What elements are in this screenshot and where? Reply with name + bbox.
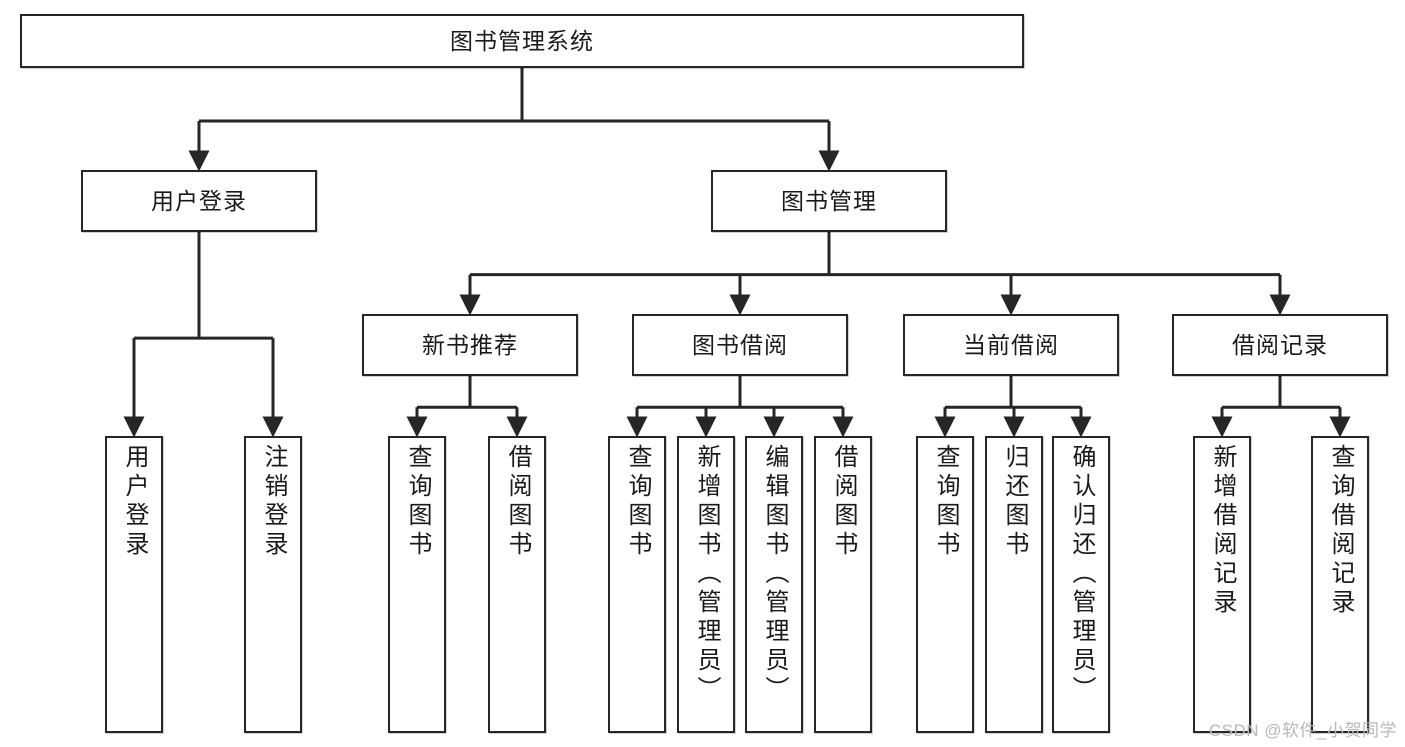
node-label: 编辑图书（管理员） <box>761 444 788 705</box>
node-label: 用户登录 <box>121 444 148 560</box>
node-leaf-9[interactable]: 查询图书 <box>916 436 974 733</box>
node-label: 归还图书 <box>1001 444 1028 560</box>
node-l3-newbook[interactable]: 新书推荐 <box>362 314 578 376</box>
node-label: 图书借阅 <box>692 331 788 358</box>
node-label: 新增图书（管理员） <box>693 444 720 705</box>
node-l3-records[interactable]: 借阅记录 <box>1172 314 1388 376</box>
node-leaf-4[interactable]: 借阅图书 <box>488 436 546 733</box>
node-leaf-6[interactable]: 新增图书（管理员） <box>677 436 735 733</box>
node-leaf-12[interactable]: 新增借阅记录 <box>1193 436 1251 733</box>
node-leaf-10[interactable]: 归还图书 <box>985 436 1043 733</box>
node-leaf-1[interactable]: 用户登录 <box>105 436 163 733</box>
node-label: 确认归还（管理员） <box>1068 444 1095 705</box>
node-leaf-8[interactable]: 借阅图书 <box>814 436 872 733</box>
watermark-text: CSDN @软件_小贺同学 <box>1208 721 1397 740</box>
node-label: 借阅图书 <box>830 444 857 560</box>
node-l2-books[interactable]: 图书管理 <box>711 170 947 232</box>
node-leaf-11[interactable]: 确认归还（管理员） <box>1052 436 1110 733</box>
node-label: 借阅图书 <box>504 444 531 560</box>
node-label: 新书推荐 <box>422 331 518 358</box>
node-l3-borrow[interactable]: 图书借阅 <box>632 314 848 376</box>
node-label: 注销登录 <box>260 444 287 560</box>
node-label: 查询借阅记录 <box>1327 444 1354 618</box>
node-leaf-13[interactable]: 查询借阅记录 <box>1311 436 1369 733</box>
node-label: 新增借阅记录 <box>1209 444 1236 618</box>
node-leaf-5[interactable]: 查询图书 <box>608 436 666 733</box>
node-label: 查询图书 <box>624 444 651 560</box>
node-label: 查询图书 <box>932 444 959 560</box>
node-label: 当前借阅 <box>963 331 1059 358</box>
node-label: 借阅记录 <box>1232 331 1328 358</box>
node-label: 查询图书 <box>404 444 431 560</box>
node-leaf-2[interactable]: 注销登录 <box>244 436 302 733</box>
node-label: 图书管理系统 <box>450 27 594 54</box>
node-leaf-7[interactable]: 编辑图书（管理员） <box>745 436 803 733</box>
node-leaf-3[interactable]: 查询图书 <box>388 436 446 733</box>
node-l2-login[interactable]: 用户登录 <box>81 170 317 232</box>
node-label: 用户登录 <box>151 187 247 214</box>
node-l3-current[interactable]: 当前借阅 <box>903 314 1119 376</box>
node-label: 图书管理 <box>781 187 877 214</box>
node-root[interactable]: 图书管理系统 <box>20 14 1024 68</box>
